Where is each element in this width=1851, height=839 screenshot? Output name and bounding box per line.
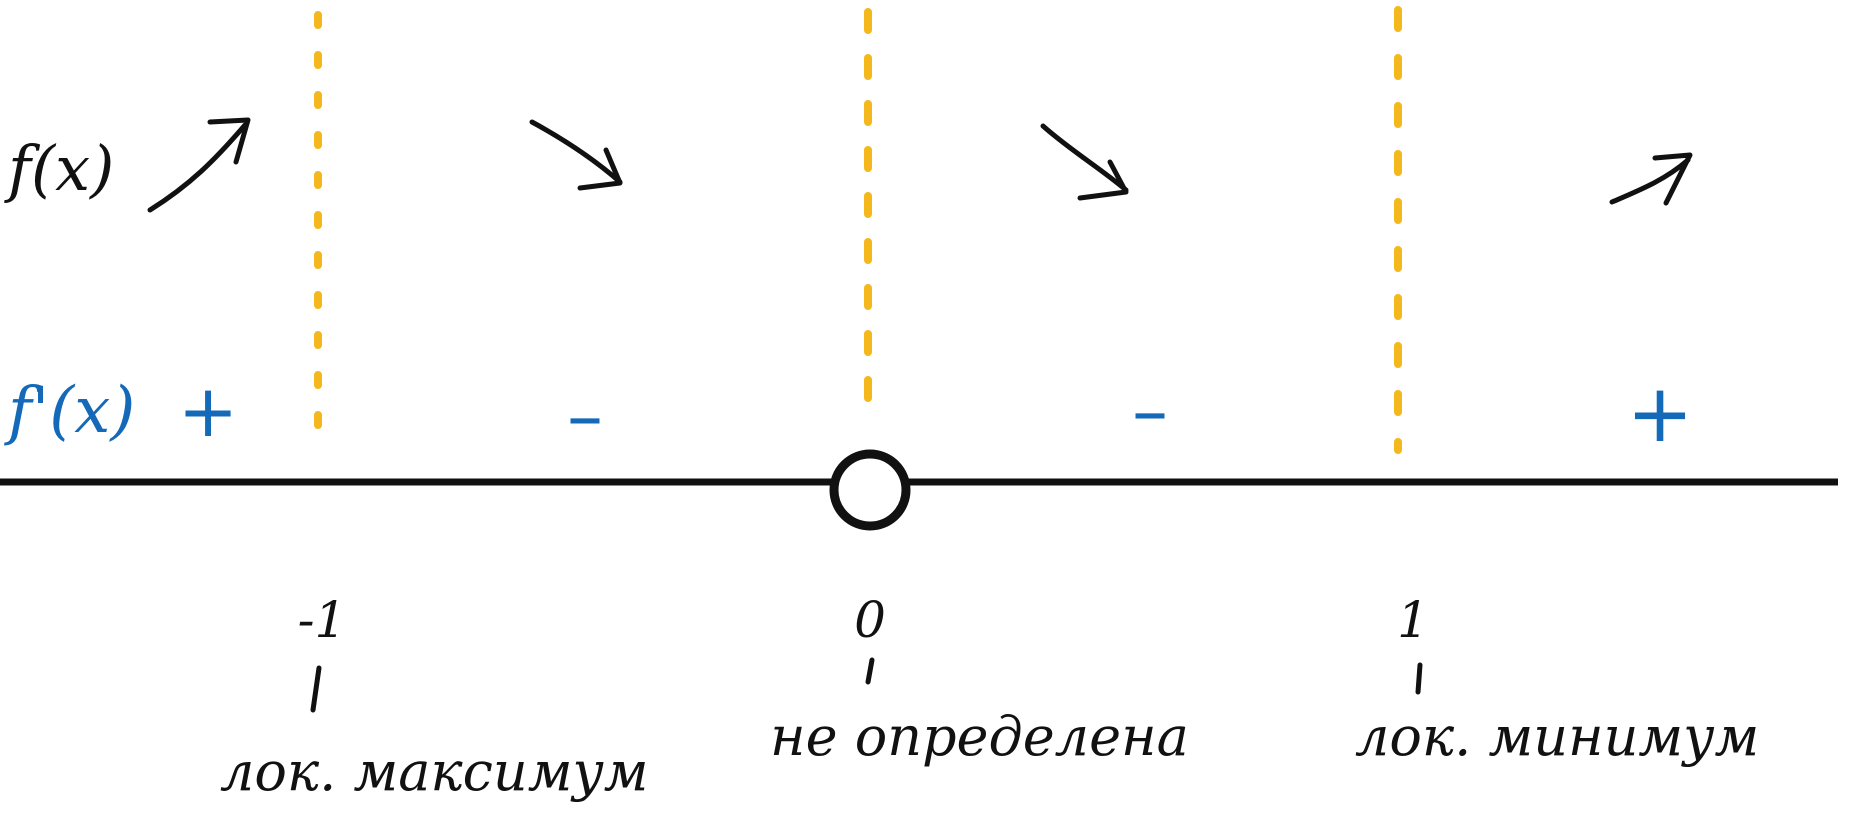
derivative-label: f'(x) <box>4 374 135 448</box>
arrow-up-right-icon <box>1609 152 1693 206</box>
derivative-sign-interval-2: – <box>567 374 603 458</box>
point-value-one: 1 <box>1397 591 1429 649</box>
arrow-down-right-icon <box>1040 123 1129 201</box>
point-value-minus-one: -1 <box>298 591 347 649</box>
critical-lines <box>314 6 1402 454</box>
note-local-maximum: лок. максимум <box>220 740 649 803</box>
pointer-zero <box>865 657 875 685</box>
trend-arrows <box>147 117 1693 213</box>
derivative-sign-interval-4: + <box>1626 367 1693 460</box>
pointer-one <box>1415 662 1423 695</box>
arrow-up-right-icon <box>147 117 251 213</box>
derivative-sign-interval-3: – <box>1132 369 1168 453</box>
pointer-minus-one <box>310 665 322 713</box>
open-point-zero <box>829 449 911 531</box>
point-value-zero: 0 <box>854 591 886 649</box>
derivative-sign-interval-1: + <box>178 369 238 453</box>
arrow-down-right-icon <box>529 119 623 191</box>
note-local-minimum: лок. минимум <box>1355 705 1759 768</box>
note-undefined: не определена <box>770 705 1189 768</box>
pointer-strokes <box>310 657 1423 713</box>
function-label: f(x) <box>4 132 114 205</box>
